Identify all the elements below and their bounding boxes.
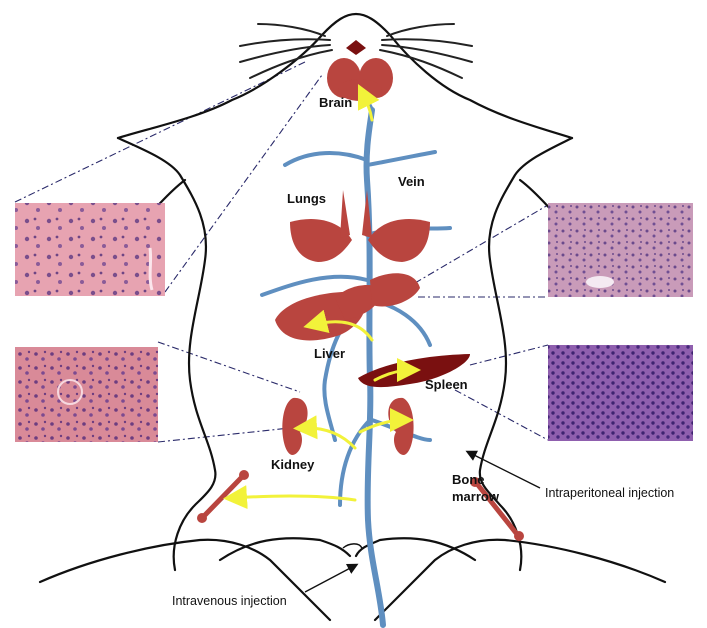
- kidney-organs: [282, 398, 413, 455]
- lungs-label: Lungs: [287, 191, 326, 206]
- vein-label: Vein: [398, 174, 425, 189]
- veins: [262, 90, 450, 625]
- liver-micrograph: [548, 203, 693, 297]
- intravenous-injection-label: Intravenous injection: [172, 594, 287, 608]
- brain-micrograph: [15, 203, 165, 296]
- kidney-micrograph: [15, 347, 158, 442]
- marrow-label: marrow: [452, 489, 500, 504]
- brain-label: Brain: [319, 95, 352, 110]
- spleen-micrograph: [548, 345, 693, 441]
- intraperitoneal-injection-label: Intraperitoneal injection: [545, 486, 674, 500]
- bone-label: Bone: [452, 472, 485, 487]
- spleen-label: Spleen: [425, 377, 468, 392]
- injection-site-mark: [343, 544, 362, 548]
- liver-label: Liver: [314, 346, 345, 361]
- nose: [346, 40, 366, 55]
- kidney-label: Kidney: [271, 457, 315, 472]
